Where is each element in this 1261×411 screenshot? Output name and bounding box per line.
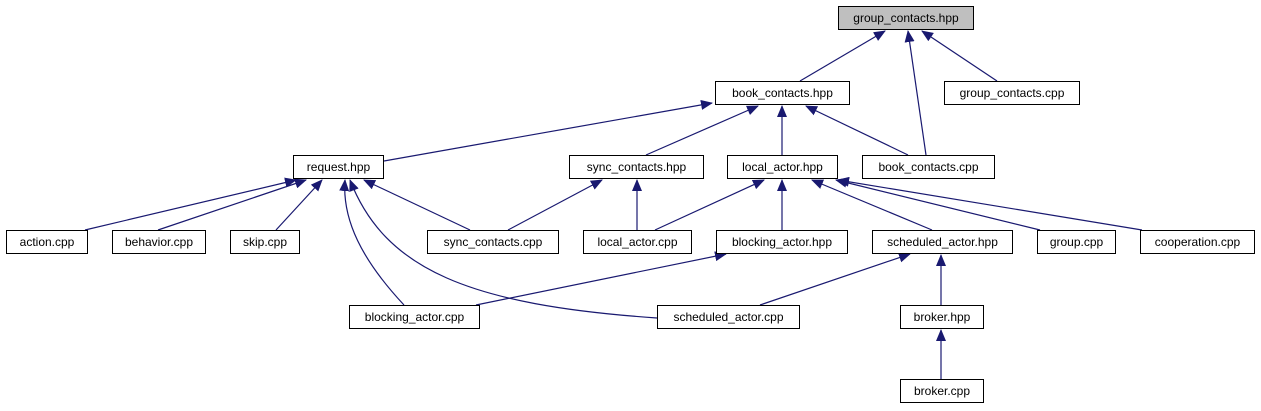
node-behavior-cpp[interactable]: behavior.cpp: [112, 230, 206, 254]
edge-book-contacts-hpp-to-group-contacts-hpp: [799, 30, 886, 82]
node-group-contacts-hpp: group_contacts.hpp: [838, 6, 974, 30]
edge-group-cpp-to-local-actor-hpp: [835, 177, 1041, 231]
node-group-cpp[interactable]: group.cpp: [1037, 230, 1116, 254]
node-book-contacts-hpp[interactable]: book_contacts.hpp: [715, 81, 850, 105]
node-request-hpp[interactable]: request.hpp: [293, 155, 384, 179]
edge-local-actor-cpp-to-local-actor-hpp: [654, 179, 765, 231]
node-blocking-actor-cpp[interactable]: blocking_actor.cpp: [349, 305, 480, 329]
edge-group-contacts-cpp-to-group-contacts-hpp: [921, 30, 998, 82]
node-action-cpp[interactable]: action.cpp: [6, 230, 88, 254]
node-scheduled-actor-hpp[interactable]: scheduled_actor.hpp: [872, 230, 1013, 254]
node-cooperation-cpp[interactable]: cooperation.cpp: [1140, 230, 1255, 254]
edge-blocking-actor-cpp-to-blocking-actor-hpp: [475, 251, 727, 306]
edge-cooperation-cpp-to-local-actor-hpp: [837, 176, 1143, 231]
edge-behavior-cpp-to-request-hpp: [157, 178, 307, 231]
node-local-actor-hpp[interactable]: local_actor.hpp: [727, 155, 838, 179]
edge-blocking-actor-cpp-to-request-hpp: [339, 179, 405, 306]
node-broker-hpp[interactable]: broker.hpp: [900, 305, 984, 329]
edges-layer: [84, 30, 1143, 379]
edge-scheduled-actor-cpp-to-request-hpp: [349, 179, 658, 319]
edge-scheduled-actor-cpp-to-scheduled-actor-hpp: [759, 252, 911, 306]
node-blocking-actor-hpp[interactable]: blocking_actor.hpp: [716, 230, 848, 254]
edge-book-contacts-cpp-to-group-contacts-hpp: [904, 30, 927, 156]
edge-book-contacts-cpp-to-book-contacts-hpp: [805, 105, 909, 156]
node-group-contacts-cpp[interactable]: group_contacts.cpp: [944, 81, 1080, 105]
node-scheduled-actor-cpp[interactable]: scheduled_actor.cpp: [657, 305, 800, 329]
node-sync-contacts-cpp[interactable]: sync_contacts.cpp: [427, 230, 559, 254]
node-book-contacts-cpp[interactable]: book_contacts.cpp: [862, 155, 995, 179]
edge-sync-contacts-cpp-to-sync-contacts-hpp: [507, 179, 603, 231]
edge-sync-contacts-hpp-to-book-contacts-hpp: [645, 105, 759, 156]
node-skip-cpp[interactable]: skip.cpp: [230, 230, 300, 254]
edge-action-cpp-to-request-hpp: [84, 177, 297, 231]
edge-request-hpp-to-book-contacts-hpp: [383, 99, 713, 162]
edge-scheduled-actor-hpp-to-local-actor-hpp: [811, 179, 933, 231]
node-broker-cpp[interactable]: broker.cpp: [900, 379, 984, 403]
node-local-actor-cpp[interactable]: local_actor.cpp: [583, 230, 692, 254]
node-sync-contacts-hpp[interactable]: sync_contacts.hpp: [569, 155, 704, 179]
edge-sync-contacts-cpp-to-request-hpp: [363, 179, 471, 231]
edge-skip-cpp-to-request-hpp: [275, 179, 323, 231]
